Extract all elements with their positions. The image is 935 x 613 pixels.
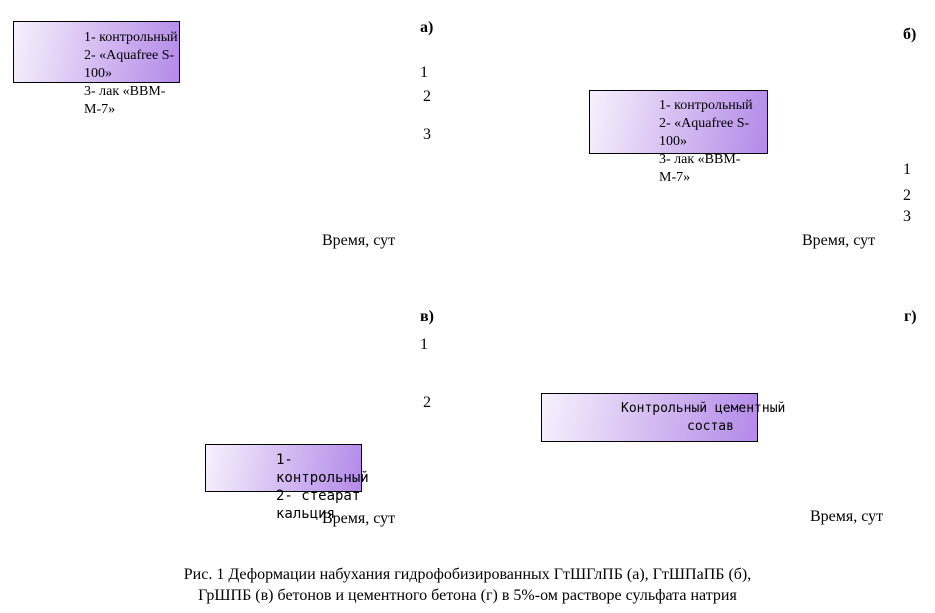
- legend-panel-g: Контрольный цементный состав: [541, 393, 785, 442]
- caption-line-2: ГрШПБ (в) бетонов и цементного бетона (г…: [198, 587, 737, 604]
- legend-panel-a: 1- контрольный 2- «Aquafree S-100» 3- ла…: [13, 21, 180, 117]
- legend-item-control: 1- контрольный: [276, 452, 369, 486]
- legend-item-calcium-stearate: 2- стеарат кальция: [276, 488, 361, 522]
- legend-item-control: 1- контрольный: [84, 30, 178, 45]
- curve-label-v-1: 1: [420, 336, 428, 353]
- figure-caption: Рис. 1 Деформации набухания гидрофобизир…: [0, 564, 935, 606]
- legend-item-control-cement-line1: Контрольный цементный: [621, 401, 786, 416]
- legend-item-lacquer: 3- лак «ВВМ-М-7»: [84, 84, 166, 117]
- curve-label-a-3: 3: [423, 126, 431, 143]
- curve-label-b-3: 3: [903, 208, 911, 225]
- x-axis-title-a: Время, сут: [322, 232, 396, 249]
- curve-label-v-2: 2: [423, 394, 431, 411]
- legend-panel-b: 1- контрольный 2- «Aquafree S-100» 3- ла…: [589, 90, 768, 185]
- curve-label-b-2: 2: [903, 187, 911, 204]
- panel-label-v: в): [420, 308, 434, 325]
- legend-item-control: 1- контрольный: [659, 98, 753, 113]
- curve-label-b-1: 1: [903, 161, 911, 178]
- legend-item-aquafree: 2- «Aquafree S-100»: [84, 48, 175, 81]
- legend-panel-v: 1- контрольный 2- стеарат кальция: [205, 444, 369, 522]
- panel-label-g: г): [904, 308, 917, 325]
- x-axis-title-v: Время, сут: [322, 510, 396, 527]
- legend-item-lacquer: 3- лак «ВВМ-М-7»: [659, 152, 741, 185]
- curve-label-a-1: 1: [420, 64, 428, 81]
- legend-item-aquafree: 2- «Aquafree S-100»: [659, 116, 750, 149]
- caption-line-1: Рис. 1 Деформации набухания гидрофобизир…: [183, 566, 752, 583]
- x-axis-title-b: Время, сут: [802, 232, 876, 249]
- panel-label-b: б): [903, 26, 917, 43]
- x-axis-title-g: Время, сут: [810, 508, 884, 525]
- legend-item-control-cement-line2: состав: [687, 419, 734, 434]
- curve-label-a-2: 2: [423, 88, 431, 105]
- panel-label-a: а): [420, 19, 434, 36]
